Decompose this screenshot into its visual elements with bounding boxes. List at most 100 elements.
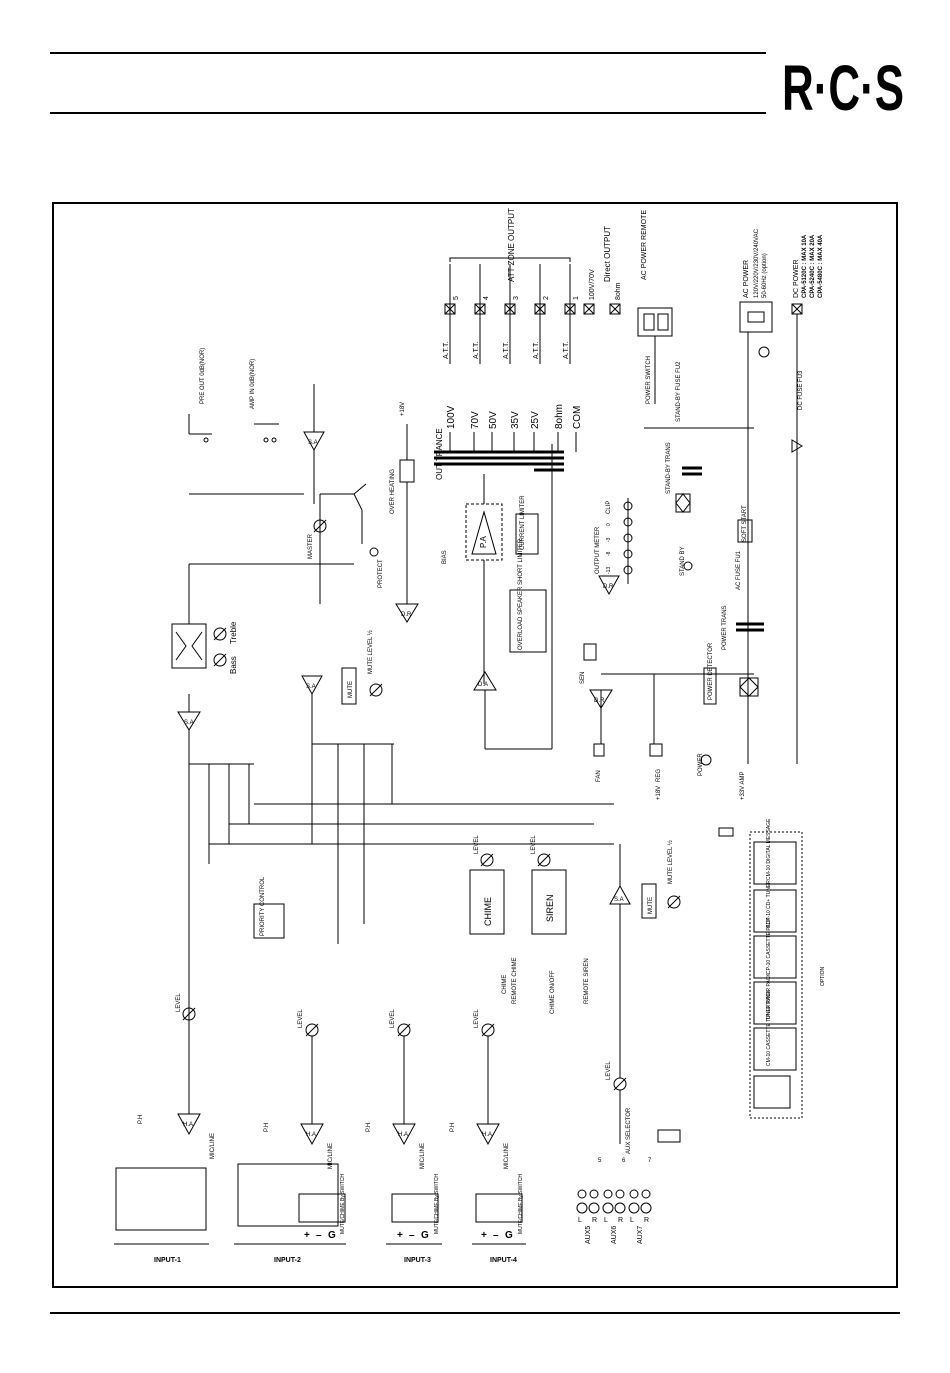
svg-text:70V: 70V <box>470 411 481 429</box>
svg-text:SEN: SEN <box>580 672 586 684</box>
option-module-labels: CM-10 DIGITAL MESSAGE CDP-10 CD+ TUNER C… <box>766 818 772 1066</box>
aux-section: LEVEL AUX SELECTOR 5 6 7 <box>576 1024 652 1214</box>
sa-mute-lower: S.A MUTE MUTE LEVEL ½ <box>609 840 681 1024</box>
svg-text:MIC/LINE: MIC/LINE <box>210 1133 216 1159</box>
svg-text:5: 5 <box>453 296 460 300</box>
svg-text:CPA-5120C : MAX 10A: CPA-5120C : MAX 10A <box>802 234 808 298</box>
svg-text:MUTE LEVEL ½: MUTE LEVEL ½ <box>367 630 374 674</box>
svg-text:CPA-5240C : MAX 20A: CPA-5240C : MAX 20A <box>810 234 816 298</box>
svg-text:P.H: P.H <box>264 1123 270 1132</box>
phantom-labels: P.H P.H P.H P.H MIC/LINE MIC/LINE MIC/LI… <box>138 1115 510 1169</box>
svg-text:P.H: P.H <box>138 1115 144 1124</box>
svg-text:G: G <box>505 1230 513 1241</box>
svg-text:120V/220V/230V/240VAC: 120V/220V/230V/240VAC <box>754 228 760 298</box>
option-module-box: OPTION <box>718 827 826 1119</box>
svg-text:AC FUSE FU1: AC FUSE FU1 <box>736 550 742 590</box>
svg-text:MIC/LINE: MIC/LINE <box>504 1143 510 1169</box>
svg-text:LEVEL: LEVEL <box>531 835 537 854</box>
svg-text:-13: -13 <box>606 567 612 574</box>
svg-text:OUT TRANCE: OUT TRANCE <box>435 428 444 480</box>
svg-text:CPA-5480C : MAX 40A: CPA-5480C : MAX 40A <box>818 234 824 298</box>
input-sa-stage: S.A <box>177 694 201 764</box>
svg-text:AUX6: AUX6 <box>611 1226 618 1244</box>
svg-text:STAND-BY FUSE FU2: STAND-BY FUSE FU2 <box>676 361 682 422</box>
footer-rule <box>50 1312 900 1314</box>
svg-text:INPUT-4: INPUT-4 <box>490 1257 517 1264</box>
schematic-frame: S.A Bass Treble S.A PRE OUT 0dB(NOR) AMP… <box>52 202 898 1288</box>
svg-text:LEVEL: LEVEL <box>176 993 182 1012</box>
svg-text:STAND BY: STAND BY <box>680 546 686 576</box>
direct-8ohm: 8ohm <box>615 282 622 300</box>
svg-text:CLIP: CLIP <box>606 501 612 514</box>
svg-text:DC FUSE FU3: DC FUSE FU3 <box>798 370 804 410</box>
svg-text:R: R <box>644 1217 649 1224</box>
dr-stage-upper: D.R <box>395 603 419 623</box>
svg-text:MASTER: MASTER <box>308 533 314 559</box>
brand-logo: R·C·S <box>782 52 904 116</box>
svg-text:8ohm: 8ohm <box>554 404 565 429</box>
sa-mute-upper: S.A MUTE MUTE LEVEL ½ <box>301 630 383 814</box>
svg-text:7: 7 <box>648 1158 652 1164</box>
svg-text:OUTPUT METER: OUTPUT METER <box>595 526 601 574</box>
svg-text:MUTE: MUTE <box>648 897 654 914</box>
da-stage: D.A <box>473 444 553 750</box>
svg-text:R·C·S: R·C·S <box>782 52 904 116</box>
svg-text:MIC/LINE: MIC/LINE <box>420 1143 426 1169</box>
att-zone-outputs <box>444 257 621 364</box>
input-labels: INPUT-1 INPUT-2 INPUT-3 INPUT-4 <box>154 1257 517 1264</box>
svg-text:STAND-BY TRANS: STAND-BY TRANS <box>666 442 672 494</box>
header-rule-top <box>50 52 766 54</box>
svg-text:+18V: +18V <box>656 786 662 800</box>
svg-text:SOFT START: SOFT START <box>742 505 748 542</box>
svg-text:L: L <box>630 1217 634 1224</box>
svg-text:P.A: P.A <box>479 535 488 548</box>
head-amplifiers: H.A H.A H.A H.A <box>177 1020 500 1146</box>
svg-text:PRIORITY CONTROL: PRIORITY CONTROL <box>260 876 266 936</box>
svg-text:POWER DETECTOR: POWER DETECTOR <box>708 642 714 700</box>
svg-text:LEVEL: LEVEL <box>390 1009 396 1028</box>
svg-text:A.T.T.: A.T.T. <box>503 341 510 359</box>
svg-text:AUX5: AUX5 <box>585 1226 592 1244</box>
svg-text:Treble: Treble <box>229 621 238 644</box>
svg-text:BIAS: BIAS <box>442 550 448 564</box>
direct-output-label: Direct OUTPUT <box>603 226 612 282</box>
svg-text:CP-10 CASSETTE PACK: CP-10 CASSETTE PACK <box>766 917 772 974</box>
svg-text:POWER SWITCH: POWER SWITCH <box>646 356 652 404</box>
svg-text:A.T.T.: A.T.T. <box>563 341 570 359</box>
svg-text:AC POWER: AC POWER <box>743 260 750 298</box>
overload-limiter: OVERLOAD SPEAKER SHORT LIMITER <box>509 538 547 653</box>
svg-text:D.A: D.A <box>478 682 488 688</box>
svg-text:R: R <box>592 1217 597 1224</box>
svg-text:CHIME: CHIME <box>483 897 493 926</box>
svg-text:+: + <box>397 1230 403 1241</box>
svg-text:Bass: Bass <box>229 656 238 674</box>
svg-text:MUTE/CHIME By SWITCH: MUTE/CHIME By SWITCH <box>340 1174 346 1234</box>
protect-led: PROTECT <box>369 547 384 588</box>
power-supply: +33V AMP POWER POWER DETECTOR POWER TRAN… <box>637 210 824 800</box>
master-control: MASTER <box>308 483 367 604</box>
svg-text:50-60Hz (option): 50-60Hz (option) <box>762 253 768 298</box>
tap-lines <box>449 432 577 452</box>
svg-text:G: G <box>421 1230 429 1241</box>
remote-chime-siren: CHIME REMOTE CHIME REMOTE SIREN CHIME ON… <box>502 957 590 1014</box>
svg-text:REMOTE CHIME: REMOTE CHIME <box>512 957 518 1004</box>
svg-text:FAN: FAN <box>596 770 602 782</box>
svg-text:0: 0 <box>606 523 612 526</box>
svg-text:LEVEL: LEVEL <box>474 835 480 854</box>
mute-by-switch-labels: MUTE/CHIME By SWITCH MUTE/CHIME By SWITC… <box>340 1174 524 1234</box>
svg-text:A.T.T.: A.T.T. <box>443 341 450 359</box>
svg-text:R: R <box>618 1217 623 1224</box>
transformer-taps: 100V 70V 50V 35V 25V 8ohm COM <box>446 404 583 429</box>
svg-text:CHIME ON/OFF: CHIME ON/OFF <box>550 970 556 1014</box>
svg-text:P.H: P.H <box>450 1123 456 1132</box>
svg-text:CHIME: CHIME <box>502 975 508 994</box>
mixing-resistors <box>188 743 614 1044</box>
att-labels: A.T.T. A.T.T. A.T.T. A.T.T. A.T.T. <box>443 341 570 359</box>
svg-text:S.A: S.A <box>184 720 194 726</box>
svg-text:P.H: P.H <box>366 1123 372 1132</box>
svg-text:INPUT-3: INPUT-3 <box>404 1257 431 1264</box>
svg-text:SIREN: SIREN <box>545 894 555 922</box>
svg-text:50V: 50V <box>488 411 499 429</box>
input-connectors <box>114 1163 526 1245</box>
svg-text:5: 5 <box>598 1158 602 1164</box>
